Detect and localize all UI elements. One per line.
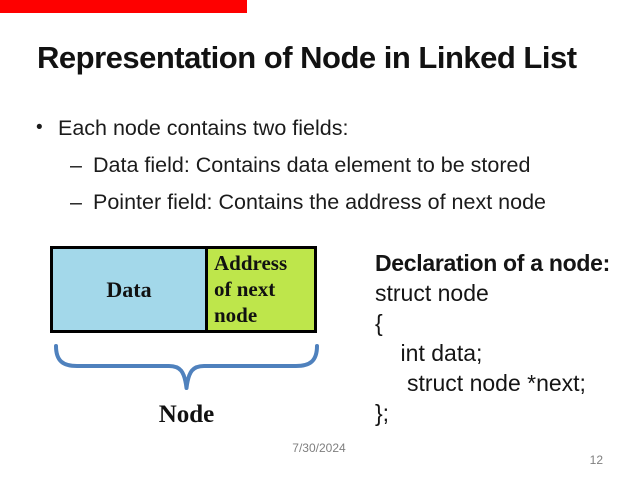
node-diagram-box: Data Address of next node xyxy=(50,246,317,333)
address-field-cell: Address of next node xyxy=(205,249,314,330)
declaration-block: Declaration of a node: struct node { int… xyxy=(375,248,610,428)
bullet-item: • Each node contains two fields: xyxy=(36,115,611,141)
bullet-text: Data field: Contains data element to be … xyxy=(93,153,531,177)
bullet-dash-marker: – xyxy=(70,190,82,214)
data-field-cell: Data xyxy=(53,249,205,330)
code-line: struct node *next; xyxy=(375,370,586,396)
bullet-list: • Each node contains two fields: – Data … xyxy=(36,115,611,226)
code-line: }; xyxy=(375,400,390,426)
bullet-dash-marker: – xyxy=(70,153,82,177)
slide-title: Representation of Node in Linked List xyxy=(37,40,577,75)
bullet-dot-marker: • xyxy=(36,117,43,138)
bullet-subitem: – Pointer field: Contains the address of… xyxy=(70,189,611,215)
code-line: struct node xyxy=(375,280,489,306)
node-label: Node xyxy=(158,401,215,428)
curly-brace-icon xyxy=(54,344,319,390)
footer-date: 7/30/2024 xyxy=(292,441,346,455)
code-line: { xyxy=(375,310,383,336)
declaration-title: Declaration of a node: xyxy=(375,250,610,276)
data-field-label: Data xyxy=(106,276,152,302)
bullet-text: Each node contains two fields: xyxy=(58,116,349,140)
top-red-bar xyxy=(0,0,247,13)
code-line: int data; xyxy=(375,340,483,366)
slide-number: 12 xyxy=(589,453,603,467)
bullet-subitem: – Data field: Contains data element to b… xyxy=(70,152,611,178)
bullet-text: Pointer field: Contains the address of n… xyxy=(93,190,546,214)
